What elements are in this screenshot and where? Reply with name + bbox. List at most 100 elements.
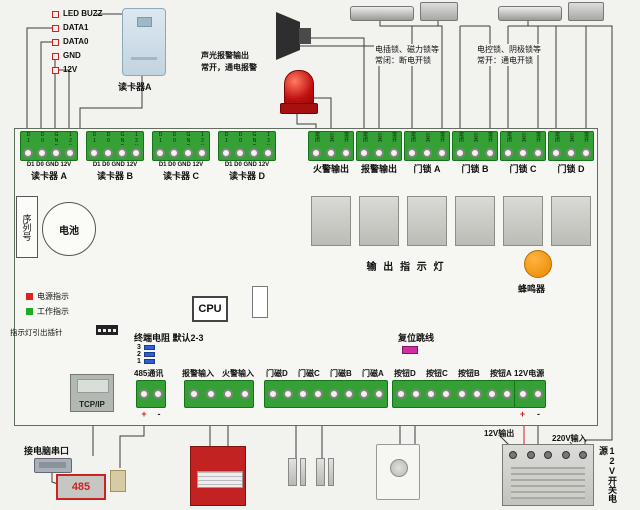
bottom-label-doormag-b: 门磁B [330,369,352,378]
buzzer-icon [524,250,552,278]
pin-label: 常开 [391,132,398,142]
pin-label: 公共 [328,132,335,142]
cpu-label: CPU [198,303,222,315]
terminal-screw [23,147,33,158]
pin-label: 常闭 [409,132,416,142]
terminal-screw [65,147,75,158]
power-led-icon [26,293,33,300]
bottom-label-doormag-d: 门磁D [266,369,288,378]
terminal-screw [456,389,467,399]
terminal-screw [222,389,233,399]
alarm-output-note-line1: 声光报警输出 [200,50,250,61]
terminal-screw [89,147,99,158]
termination-jumper: 3 2 1 [137,344,155,365]
exit-button-icon [390,459,408,477]
terminal-screw [282,389,293,399]
relay [503,196,543,246]
terminal-screw [471,389,482,399]
serial-plug-icon [110,470,126,492]
terminal-screw [441,389,452,399]
jumper-pin-icon [144,345,155,350]
terminal-screw [263,147,273,158]
wire-label-led-buzz: LED BUZZ [63,9,103,18]
pin-label: 常开 [583,132,590,142]
terminal-screw [359,389,370,399]
reset-jumper-icon [402,346,418,354]
bottom-label-button-b: 按钮B [458,369,480,378]
terminal-screw [267,389,278,399]
work-led-icon [26,308,33,315]
maglock-icon [350,6,414,21]
wire-marker [52,67,59,74]
card-reader-device [122,8,166,76]
terminal-screw [359,147,370,158]
terminal-group-name: 门锁 A [413,164,441,174]
tcpip-label: TCP/IP [79,400,105,409]
terminal-screw [183,147,193,158]
bottom-label-doormag-a: 门磁A [362,369,384,378]
pin-label: 公共 [568,132,575,142]
terminal-group-fire-output: 常闭公共常开 火警输出 [308,131,354,175]
relay [311,196,351,246]
pin-label: 常闭 [361,132,368,142]
terminal-screw [169,147,179,158]
terminal-screw [139,389,149,399]
terminal-screw [436,147,447,158]
alarm-output-note-line2: 常开，通电报警 [200,62,258,73]
exit-button-plate [376,444,420,500]
lock-note1-line2: 常闭：断电开锁 [374,55,432,66]
jumper-pin-number: 1 [137,358,141,365]
pin-label: GND [53,132,60,145]
pin-row: D1 D0 GND 12V [158,162,204,168]
pin-label: D1 [91,132,98,144]
rj45-jack-icon [77,379,109,393]
serial-number-label: 序列号 [21,213,32,241]
terminal-screw [131,147,141,158]
jumper-pin-icon [144,359,155,364]
psu-12v-out-label: 12V输出 [484,429,515,438]
pin-label: 常开 [535,132,542,142]
pin-label: GND [119,132,126,145]
pin-label: 常闭 [313,132,320,142]
terminal-screw [51,147,61,158]
terminal-group-name: 火警输出 [312,164,349,174]
bottom-label-fire-in: 火警输入 [222,369,254,378]
pin-label: 常开 [487,132,494,142]
terminal-screw [249,147,259,158]
db9-connector-icon [34,458,72,473]
terminal-screw [374,389,385,399]
terminal-strip-12v-power [514,380,546,408]
bottom-label-12v: 12V电源 [514,369,545,378]
relay [407,196,447,246]
pin-row: D1 D0 GND 12V [26,162,72,168]
fire-module-label-band [197,471,243,488]
rs485-converter: 485 [56,474,106,500]
terminal-group-name: 读卡器 A [30,171,67,181]
psu-name-label: 12V开关电源 [598,446,617,503]
terminal-screw [343,389,354,399]
serial-number-box: 序列号 [16,196,38,258]
terminal-group-name: 报警输出 [360,164,397,174]
terminal-strip-485 [136,380,166,408]
terminal-screw [502,389,513,399]
pin-label: 常闭 [457,132,464,142]
lock-note1-line1: 电插锁、磁力锁等 [374,44,440,55]
pin-label: 常开 [439,132,446,142]
pin-label: 公共 [472,132,479,142]
door-magnet-icon [300,458,306,486]
pin-label: 12V [133,132,140,145]
terminal-screw [565,147,576,158]
terminal-screw [426,389,437,399]
terminal-screw [517,389,528,399]
work-led-label: 工作指示 [37,307,69,316]
terminal-screw [37,147,47,158]
terminal-group-lock-b: 常闭公共常开 门锁 B [452,131,498,175]
polarity-12v: + - [514,409,546,419]
psu-220v-in-label: 220V输入 [552,434,587,443]
terminal-screw [298,389,309,399]
ic-chip [252,286,268,318]
terminal-strip-door-contacts [264,380,388,408]
terminal-screw [103,147,113,158]
